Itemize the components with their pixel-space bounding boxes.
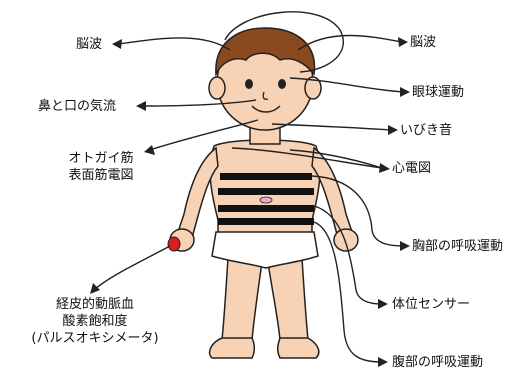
label-spo2: 経皮的動脈血 酸素飽和度 (パルスオキシメータ)	[20, 296, 170, 347]
arrow-airflow	[136, 101, 146, 111]
chest-belt-2	[218, 188, 314, 195]
arrow-position	[378, 299, 388, 309]
arrow-snore	[388, 125, 398, 135]
left-foot	[210, 338, 255, 358]
left-ear	[209, 77, 225, 99]
wire-snore	[272, 124, 392, 130]
arrow-chest	[400, 241, 410, 251]
left-leg	[222, 258, 262, 340]
arrow-abdominal	[378, 357, 388, 367]
arrow-spo2	[90, 283, 100, 294]
arrow-eeg-right	[398, 37, 408, 47]
abdominal-belt-1	[218, 205, 314, 212]
arrow-ecg	[379, 163, 390, 173]
label-chin-emg: オトガイ筋 表面筋電図	[58, 150, 144, 184]
arrow-chin	[144, 145, 155, 155]
label-eeg-right: 脳波	[410, 34, 436, 51]
pulse-oximeter-icon	[168, 237, 180, 251]
chest-belt-1	[220, 173, 312, 180]
right-foot	[278, 338, 319, 358]
arrow-eeg-left	[112, 39, 122, 49]
wire-eeg-left	[118, 38, 230, 50]
label-eeg-left: 脳波	[76, 36, 102, 53]
label-chest-respiration: 胸部の呼吸運動	[412, 238, 503, 255]
wire-eeg-right	[298, 36, 402, 51]
right-hand	[334, 229, 358, 251]
arrow-eye	[400, 87, 410, 97]
abdominal-belt-2	[218, 218, 314, 225]
label-body-position: 体位センサー	[392, 296, 470, 313]
wire-spo2	[94, 246, 170, 290]
left-eye	[245, 79, 253, 89]
label-ecg: 心電図	[392, 160, 431, 177]
right-eye	[278, 79, 286, 89]
label-nasal-oral-airflow: 鼻と口の気流	[38, 98, 116, 115]
label-snoring: いびき音	[400, 122, 452, 139]
right-leg	[268, 258, 308, 340]
position-sensor-icon	[260, 197, 272, 203]
label-abdominal-respiration: 腹部の呼吸運動	[392, 354, 483, 371]
label-eye-movement: 眼球運動	[412, 84, 464, 101]
